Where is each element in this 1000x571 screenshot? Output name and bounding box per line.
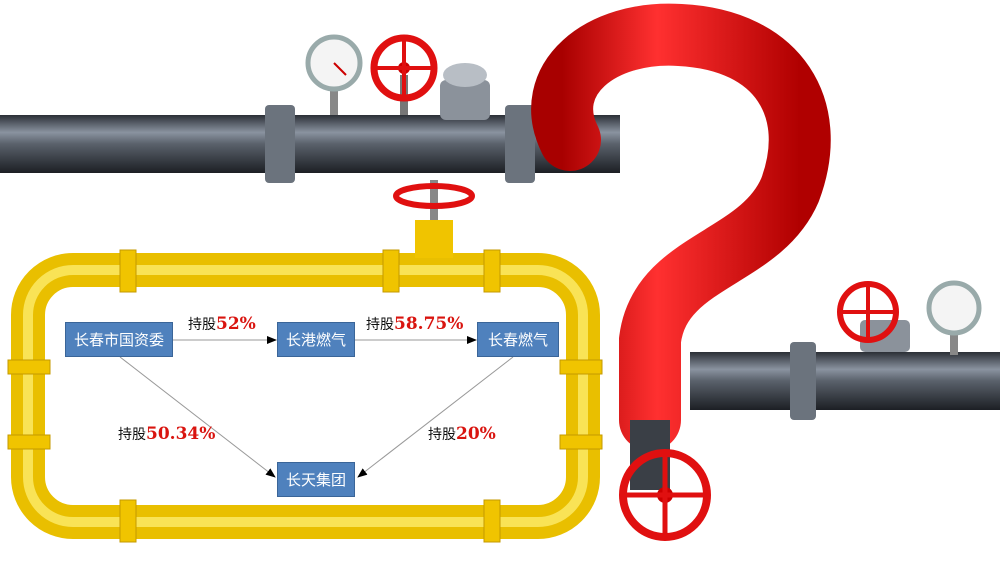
strainer-body xyxy=(440,80,490,120)
edge-label: 持股50.34% xyxy=(118,424,215,444)
node-sasac: 长春市国资委 xyxy=(65,322,173,357)
pressure-gauge-icon xyxy=(926,280,982,336)
edge-percent: 50.34% xyxy=(146,424,216,444)
edge-percent: 52% xyxy=(216,314,256,334)
yellow-valve-body xyxy=(415,220,453,258)
valve-stem xyxy=(430,180,438,220)
valve-wheel-icon xyxy=(370,34,438,102)
arrow-edge xyxy=(119,356,276,478)
valve-spokes xyxy=(625,455,705,535)
valve-wheel-icon xyxy=(837,281,899,343)
gauge-needle xyxy=(333,62,347,76)
yellow-pipe-highlight xyxy=(23,265,588,527)
strainer-cap xyxy=(443,63,487,87)
yellow-pipe-flanges xyxy=(7,249,603,543)
valve-wheel-icon xyxy=(393,183,475,209)
question-mark-pipe xyxy=(531,3,831,451)
edge-prefix: 持股 xyxy=(428,427,456,443)
valve-spokes xyxy=(376,40,432,96)
gauge-stem xyxy=(950,330,958,355)
edge-label: 持股52% xyxy=(188,314,256,334)
arrow-edge xyxy=(357,356,514,478)
node-changgang-gas: 长港燃气 xyxy=(277,322,355,357)
edge-label: 持股20% xyxy=(428,424,496,444)
node-changtian-group: 长天集团 xyxy=(277,462,355,497)
edge-prefix: 持股 xyxy=(188,317,216,333)
gauge-stem xyxy=(330,85,338,115)
edge-percent: 58.75% xyxy=(394,314,464,334)
edge-percent: 20% xyxy=(456,424,496,444)
pipe-flange xyxy=(505,105,535,183)
edge-prefix: 持股 xyxy=(366,317,394,333)
valve-wheel-icon xyxy=(619,449,711,541)
right-grey-pipe xyxy=(690,352,1000,410)
edge-prefix: 持股 xyxy=(118,427,146,443)
edge-label: 持股58.75% xyxy=(366,314,463,334)
node-changchun-gas: 长春燃气 xyxy=(477,322,559,357)
pipe-flange xyxy=(790,342,816,420)
pipe-flange xyxy=(265,105,295,183)
valve-spokes xyxy=(842,286,894,338)
